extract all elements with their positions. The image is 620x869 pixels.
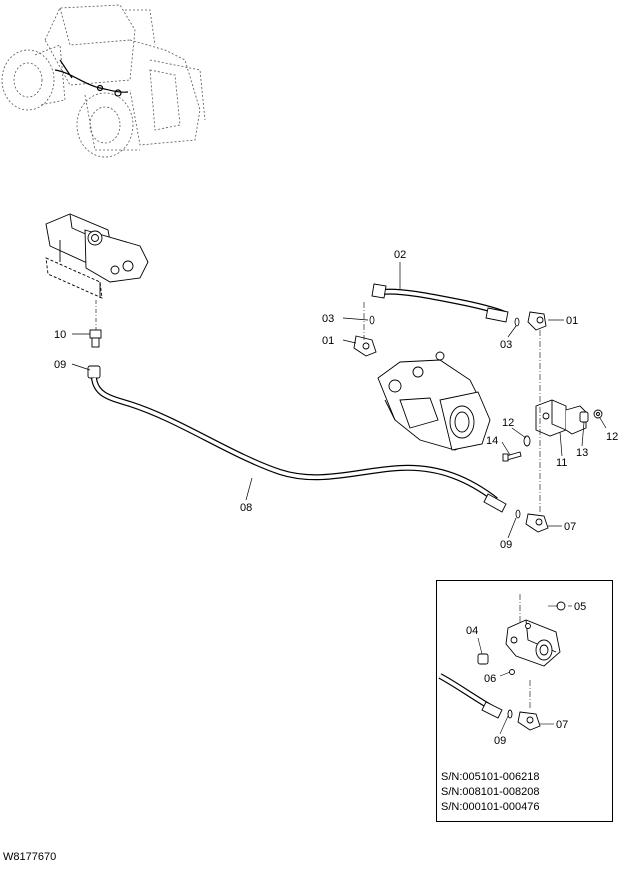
serial-number-1: S/N:005101-006218 — [441, 771, 540, 783]
inset-callout-07: 07 — [556, 719, 568, 731]
center-lines — [363, 302, 541, 512]
elbow-07 — [525, 513, 549, 533]
hose-08 — [91, 377, 498, 503]
plug-13 — [579, 411, 589, 423]
inset-callout-09: 09 — [494, 735, 506, 747]
serial-number-3: S/N:000101-000476 — [441, 801, 540, 813]
inset-plug-04 — [477, 653, 489, 665]
fitting-10 — [89, 329, 102, 348]
callout-01-upper: 01 — [566, 315, 578, 327]
inset-adapter-block — [505, 619, 561, 667]
inset-callout-04: 04 — [466, 625, 478, 637]
hose-02-end-fittings — [371, 283, 509, 323]
bolt-14 — [502, 451, 522, 462]
hose-end-09-left — [87, 365, 101, 379]
block-11 — [535, 399, 587, 437]
machine-overview-illustration — [1, 4, 206, 158]
hose-02 — [381, 288, 507, 317]
hydraulic-pump — [377, 351, 491, 451]
callout-03-right: 03 — [500, 339, 512, 351]
inset-callout-06: 06 — [484, 673, 496, 685]
washer-12-left — [523, 435, 531, 447]
hose-08-end-fitting — [483, 493, 507, 513]
serial-number-2: S/N:008101-008208 — [441, 786, 540, 798]
inset-hose-fitting — [481, 701, 513, 719]
callout-02: 02 — [394, 249, 406, 261]
inset-leader-lines — [477, 594, 572, 735]
overview-harness-highlight — [54, 59, 129, 97]
callout-03-upper: 03 — [322, 313, 334, 325]
inset-callout-05: 05 — [574, 601, 586, 613]
callout-08: 08 — [240, 502, 252, 514]
control-valve-assembly — [45, 213, 149, 299]
callout-12-right: 12 — [606, 431, 618, 443]
drawing-code: W8177670 — [3, 851, 57, 863]
callout-14: 14 — [486, 435, 498, 447]
callout-01-lower: 01 — [322, 335, 334, 347]
elbow-01-upper — [527, 311, 547, 331]
oring-03 — [369, 315, 520, 327]
callout-09-right: 09 — [500, 539, 512, 551]
washer-12-right — [593, 409, 603, 419]
callout-12-left: 12 — [502, 417, 514, 429]
inset-elbow-07 — [517, 711, 541, 731]
inset-frame — [436, 580, 613, 822]
leader-lines — [71, 262, 607, 539]
callout-07: 07 — [564, 521, 576, 533]
callout-09-left: 09 — [54, 359, 66, 371]
callout-13: 13 — [576, 447, 588, 459]
oring-09-right — [515, 509, 521, 519]
elbow-01-lower — [353, 335, 377, 357]
callout-11: 11 — [556, 457, 567, 469]
callout-10: 10 — [54, 329, 66, 341]
